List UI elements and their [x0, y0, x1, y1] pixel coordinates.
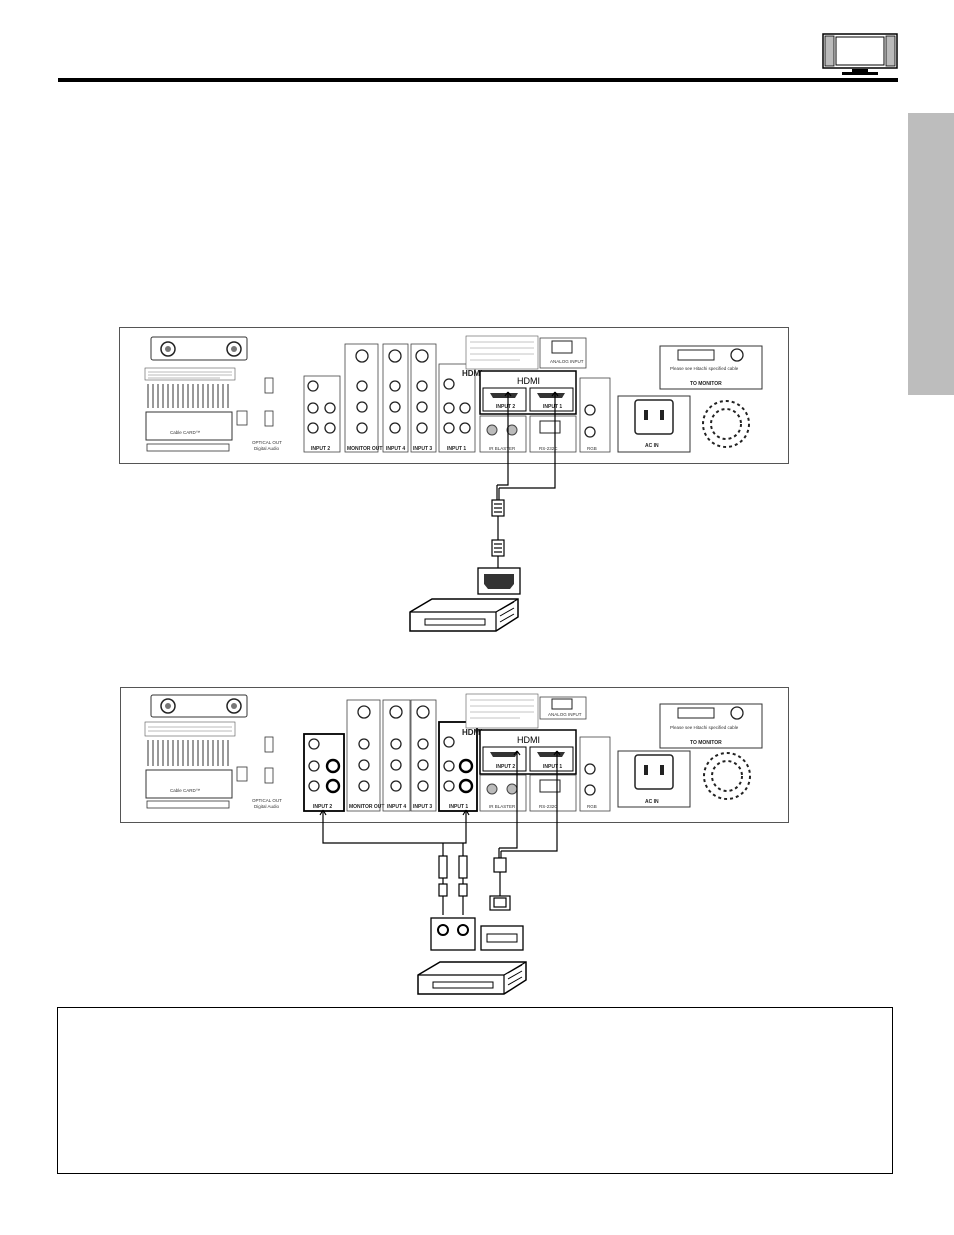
- rgb-label: RGB: [587, 446, 597, 451]
- to-monitor-block-2: Please see Hitachi specified cable TO MO…: [659, 703, 763, 749]
- hdmi-input-2-label: INPUT 2: [496, 404, 515, 410]
- digital-audio-label: Digital Audio: [254, 446, 280, 451]
- tv-icon: [822, 33, 898, 82]
- input-1-column-2: INPUT 1: [438, 721, 478, 812]
- ac-in-block: AC IN: [617, 395, 691, 453]
- digital-audio-label-2: Digital Audio: [254, 804, 280, 809]
- to-monitor-label-2: TO MONITOR: [690, 740, 722, 746]
- to-monitor-block: Please see Hitachi specified cable TO MO…: [659, 345, 763, 390]
- antenna-block: [150, 336, 248, 361]
- analog-input-label-2: ANALOG INPUT: [548, 712, 582, 717]
- ac-in-label: AC IN: [645, 443, 659, 449]
- audio-source-ports: [430, 917, 476, 951]
- monitor-note: Please see Hitachi specified cable: [670, 366, 739, 371]
- hdmi-cable-1: [491, 391, 559, 568]
- input-3-column-2: INPUT 3: [410, 699, 437, 812]
- input-4-column: INPUT 4: [382, 343, 409, 453]
- source-device-2: [417, 961, 527, 995]
- hdmi-logo-2: HDMI: [462, 728, 482, 737]
- source-hdmi-port-1: [477, 567, 521, 595]
- input-3-label: INPUT 3: [413, 446, 432, 452]
- hdmi-block-2: HDMI INPUT 2 INPUT 1: [479, 729, 577, 775]
- monitor-out-label: MONITOR OUT: [347, 446, 382, 452]
- input-3-column: INPUT 3: [410, 343, 437, 453]
- monitor-out-label-2: MONITOR OUT: [349, 804, 384, 810]
- input-2-column-2: INPUT 2: [303, 733, 345, 812]
- hdmi-label-2: HDMI: [517, 735, 540, 745]
- ac-in-block-2: AC IN: [617, 750, 691, 808]
- input-2-column: INPUT 2: [303, 375, 341, 453]
- input-4-label-2: INPUT 4: [387, 804, 406, 810]
- optical-out-label: OPTICAL OUT: [252, 440, 282, 445]
- ir-blaster-label: IR BLASTER: [489, 446, 516, 451]
- source-device-1: [409, 598, 519, 632]
- rs232c-label: RS-232C: [539, 446, 558, 451]
- side-tab: [908, 113, 954, 395]
- ir-blaster-label-2: IR BLASTER: [489, 804, 516, 809]
- input-1-column: INPUT 1: [438, 363, 476, 453]
- input-4-label: INPUT 4: [386, 446, 405, 452]
- input-1-label: INPUT 1: [447, 446, 466, 452]
- input-3-label-2: INPUT 3: [413, 804, 432, 810]
- monitor-out-column-2: MONITOR OUT: [346, 699, 384, 812]
- hdmi-input-1-label-2: INPUT 1: [543, 764, 562, 770]
- input-4-column-2: INPUT 4: [382, 699, 411, 812]
- rs232c-label-2: RS-232C: [539, 804, 558, 809]
- analog-input-label: ANALOG INPUT: [550, 359, 584, 364]
- cable-card-label-2: Cable CARD™: [170, 788, 200, 793]
- hdmi-logo: HDMI: [462, 369, 482, 378]
- input-2-label: INPUT 2: [311, 446, 330, 452]
- audio-cable: [319, 809, 470, 915]
- hdmi-input-1-label: INPUT 1: [543, 404, 562, 410]
- hdmi-block-1: HDMI INPUT 2 INPUT 1: [479, 370, 577, 415]
- note-box: [57, 1007, 893, 1174]
- ac-in-label-2: AC IN: [645, 799, 659, 805]
- hdmi-label: HDMI: [517, 376, 540, 386]
- monitor-out-column: MONITOR OUT: [344, 343, 382, 453]
- monitor-note-2: Please see Hitachi specified cable: [670, 725, 739, 730]
- dvi-source-port: [480, 925, 524, 951]
- header-rule: [58, 78, 898, 82]
- cable-card-label: Cable CARD™: [170, 430, 200, 435]
- hdmi-input-2-label-2: INPUT 2: [496, 764, 515, 770]
- hdmi-dvi-cable: [489, 750, 561, 911]
- optical-out-label-2: OPTICAL OUT: [252, 798, 282, 803]
- to-monitor-label: TO MONITOR: [690, 381, 722, 387]
- rgb-label-2: RGB: [587, 804, 597, 809]
- antenna-block-2: [150, 694, 248, 718]
- input-1-label-2: INPUT 1: [449, 804, 468, 810]
- input-2-label-2: INPUT 2: [313, 804, 332, 810]
